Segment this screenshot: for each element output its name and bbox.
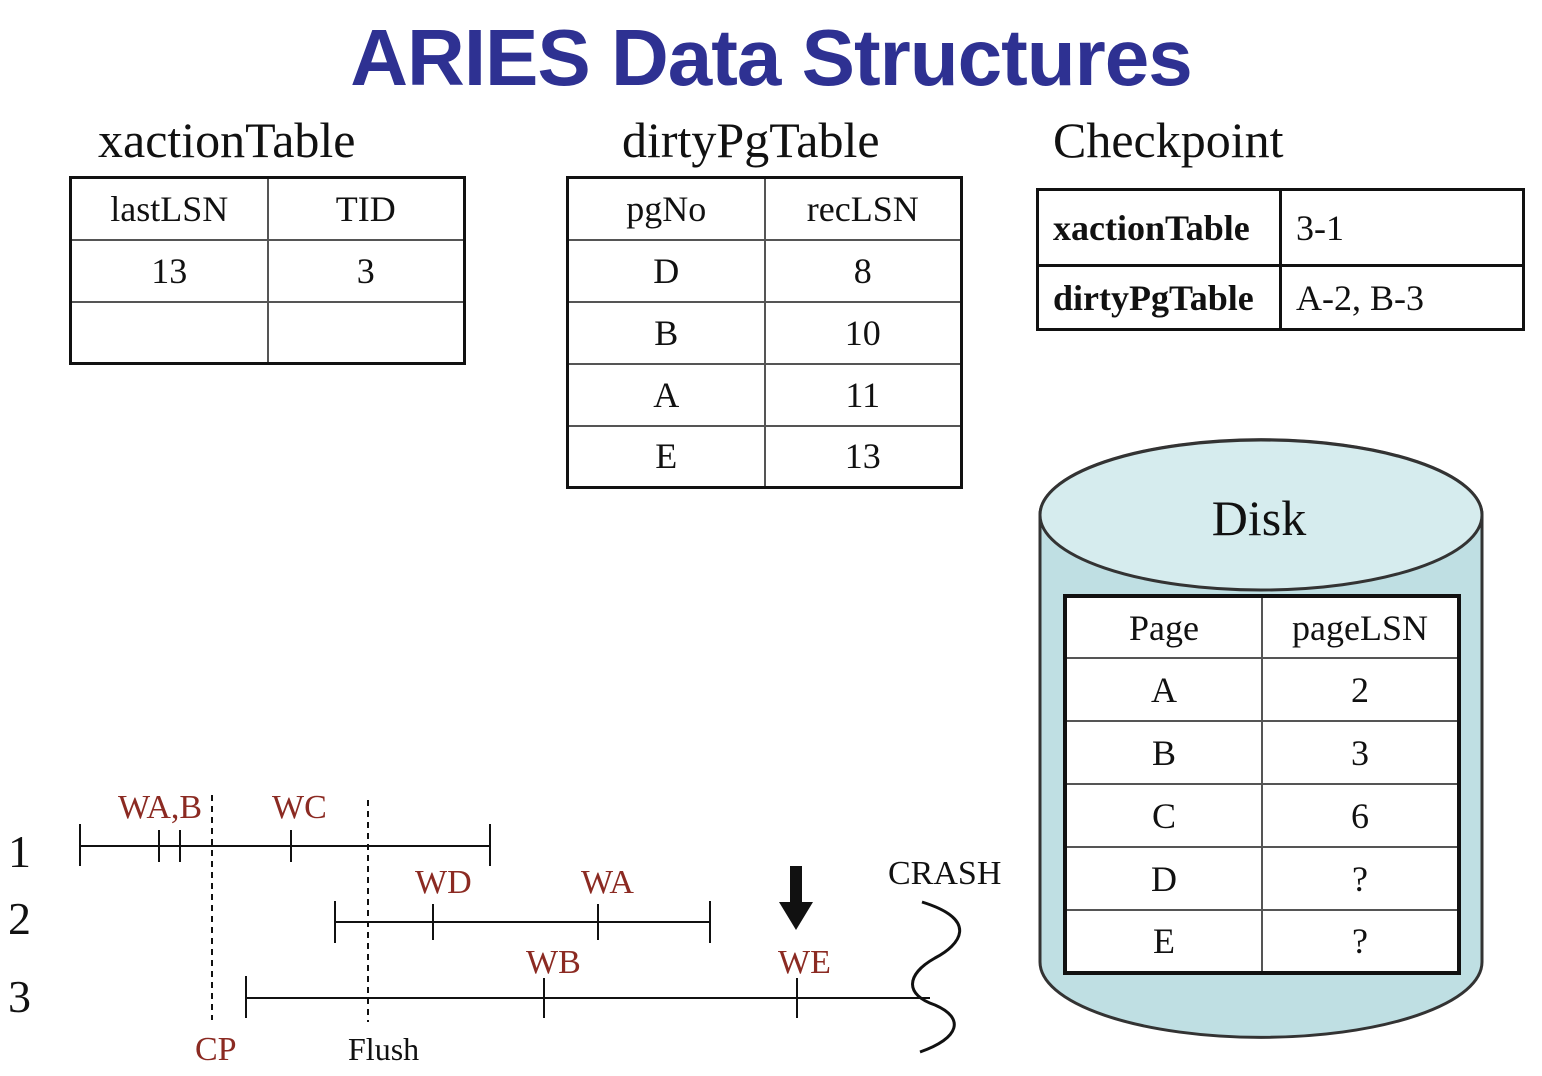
cp-label: CP	[195, 1031, 237, 1068]
table-cell: B	[566, 300, 766, 365]
table-row: D ?	[1064, 846, 1460, 911]
disk-page-table: Page pageLSN A 2 B 3 C 6 D ? E ?	[1063, 594, 1461, 975]
table-cell: 13	[69, 238, 269, 303]
flush-label: Flush	[348, 1031, 419, 1067]
arrow-down-icon	[779, 866, 813, 930]
timeline-row-label-3: 3	[8, 971, 31, 1022]
table-cell: 13	[763, 424, 963, 489]
table-row: B 10	[566, 300, 963, 365]
xaction-table-title: xactionTable	[98, 112, 356, 168]
crash-label: CRASH	[888, 855, 1001, 892]
table-cell: 3	[1261, 720, 1460, 785]
dirty-pg-table-title: dirtyPgTable	[622, 112, 880, 168]
table-cell: 10	[763, 300, 963, 365]
table-row: E ?	[1064, 909, 1460, 974]
table-cell	[69, 300, 269, 365]
dirty-pg-table: pgNo recLSN D 8 B 10 A 11 E 13	[566, 176, 963, 489]
crash-squiggle	[911, 900, 962, 1054]
timeline-row-label-2: 2	[8, 893, 31, 944]
table-cell: B	[1064, 720, 1263, 785]
event-label-wa: WA	[581, 864, 634, 901]
xaction-table: lastLSN TID 13 3	[69, 176, 466, 365]
checkpoint-title: Checkpoint	[1053, 112, 1284, 168]
event-label-wd: WD	[415, 864, 472, 901]
event-label-wb: WB	[526, 944, 581, 981]
page-title: ARIES Data Structures	[350, 13, 1192, 102]
dirty-header-reclsn: recLSN	[763, 176, 963, 241]
table-cell: 11	[763, 362, 963, 427]
table-row: B 3	[1064, 720, 1460, 785]
table-cell: 3	[266, 238, 466, 303]
event-label-wab: WA,B	[118, 789, 202, 826]
checkpoint-value: 3-1	[1279, 188, 1525, 267]
checkpoint-key: dirtyPgTable	[1036, 264, 1282, 331]
table-cell	[266, 300, 466, 365]
table-cell: E	[566, 424, 766, 489]
table-cell: A	[566, 362, 766, 427]
table-row: xactionTable 3-1	[1036, 188, 1525, 267]
table-row: E 13	[566, 424, 963, 489]
table-cell: ?	[1261, 909, 1460, 974]
table-row: A 11	[566, 362, 963, 427]
transaction-timeline: 1 2 3	[8, 795, 962, 1054]
table-cell: C	[1064, 783, 1263, 848]
disk-label: Disk	[1212, 490, 1306, 546]
table-row	[69, 300, 466, 365]
xaction-header-lastlsn: lastLSN	[69, 176, 269, 241]
table-row: 13 3	[69, 238, 466, 303]
table-cell: E	[1064, 909, 1263, 974]
disk-cylinder-top	[1038, 438, 1484, 592]
table-cell: D	[1064, 846, 1263, 911]
table-row: A 2	[1064, 657, 1460, 722]
event-label-wc: WC	[272, 789, 327, 826]
table-row: C 6	[1064, 783, 1460, 848]
table-cell: A	[1064, 657, 1263, 722]
disk-header-pagelsn: pageLSN	[1261, 595, 1460, 659]
table-row: D 8	[566, 238, 963, 303]
disk-header-page: Page	[1064, 595, 1263, 659]
event-label-we: WE	[778, 944, 831, 981]
dirty-header-pgno: pgNo	[566, 176, 766, 241]
table-cell: D	[566, 238, 766, 303]
checkpoint-value: A-2, B-3	[1279, 264, 1525, 331]
table-cell: 6	[1261, 783, 1460, 848]
table-row: dirtyPgTable A-2, B-3	[1036, 264, 1525, 331]
timeline-row-label-1: 1	[8, 826, 31, 877]
xaction-header-tid: TID	[266, 176, 466, 241]
checkpoint-key: xactionTable	[1036, 188, 1282, 267]
table-cell: ?	[1261, 846, 1460, 911]
checkpoint-table: xactionTable 3-1 dirtyPgTable A-2, B-3	[1036, 188, 1525, 331]
table-cell: 8	[763, 238, 963, 303]
table-cell: 2	[1261, 657, 1460, 722]
